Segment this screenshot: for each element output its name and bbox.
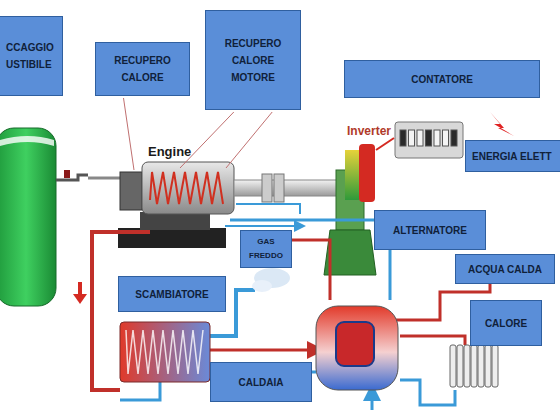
art-rect <box>417 130 423 146</box>
label-box: ENERGIA ELETT <box>465 140 560 172</box>
art-ellipse <box>252 280 272 292</box>
box-label: RECUPERO CALORE <box>96 50 189 88</box>
box-label: ALTERNATORE <box>375 220 485 241</box>
art-path <box>225 225 300 227</box>
art-rect <box>142 162 234 214</box>
art-rect <box>464 345 470 387</box>
box-label: RECUPERO CALORE MOTORE <box>206 33 300 88</box>
art-rect <box>450 345 456 387</box>
art-path <box>400 380 455 405</box>
art-rect <box>0 128 56 306</box>
art-rect <box>400 130 406 146</box>
leader-line <box>180 112 234 168</box>
art-rect <box>359 144 375 202</box>
art-rect <box>336 322 374 366</box>
art-rect <box>120 322 210 382</box>
leader-line <box>226 112 272 168</box>
label-box: RECUPERO CALORE MOTORE <box>205 10 301 110</box>
box-label: CCAGGIO USTIBILE <box>0 37 62 75</box>
label-box: CONTATORE <box>344 60 540 98</box>
label-box: ALTERNATORE <box>374 210 486 250</box>
art-rect <box>457 345 463 387</box>
label-box: CALORE <box>470 300 542 346</box>
art-rect <box>426 130 432 146</box>
art-rect <box>492 345 498 387</box>
art-rect <box>234 180 344 196</box>
art-rect <box>478 345 484 387</box>
inverter-label: Inverter <box>347 124 391 138</box>
art-path <box>490 112 514 136</box>
art-path <box>210 349 316 352</box>
leader-line <box>124 98 135 170</box>
art-rect <box>409 130 415 146</box>
art-rect <box>395 122 463 158</box>
art-path <box>88 177 120 180</box>
art-path <box>371 392 374 410</box>
label-box: SCAMBIATORE <box>118 276 226 312</box>
art-rect <box>434 130 440 146</box>
art-rect <box>471 345 477 387</box>
art-path <box>236 204 300 214</box>
art-rect <box>316 306 398 390</box>
art-g <box>450 345 498 387</box>
art-rect <box>345 150 359 200</box>
art-path <box>56 175 88 180</box>
art-path <box>126 330 203 374</box>
art-rect <box>485 345 491 387</box>
box-label: GAS FREDDO <box>241 233 291 264</box>
art-rect <box>64 170 70 178</box>
art-rect <box>451 130 457 146</box>
art-rect <box>262 174 272 202</box>
label-box: GAS FREDDO <box>240 230 292 268</box>
engine-label: Engine <box>148 144 191 159</box>
art-path <box>120 382 160 400</box>
box-label: CALDAIA <box>211 372 311 393</box>
box-label: ENERGIA ELETT <box>466 146 560 167</box>
box-label: ACQUA CALDA <box>456 259 554 280</box>
label-box: ACQUA CALDA <box>455 254 555 284</box>
art-path <box>230 220 390 300</box>
art-path <box>400 336 465 345</box>
art-rect <box>140 212 210 230</box>
label-box: CCAGGIO USTIBILE <box>0 16 63 96</box>
label-box: RECUPERO CALORE <box>95 42 190 96</box>
art-path <box>324 230 376 275</box>
art-rect <box>120 172 142 210</box>
box-label: SCAMBIATORE <box>119 284 225 305</box>
art-path <box>376 138 394 150</box>
box-label: CONTATORE <box>345 69 539 90</box>
art-rect <box>443 130 449 146</box>
art-rect <box>274 174 284 202</box>
art-path <box>73 294 87 304</box>
label-box: CALDAIA <box>210 362 312 402</box>
art-g <box>400 130 457 146</box>
art-path <box>150 172 223 204</box>
box-label: CALORE <box>471 313 541 334</box>
art-path <box>0 136 54 146</box>
art-path <box>78 282 82 296</box>
